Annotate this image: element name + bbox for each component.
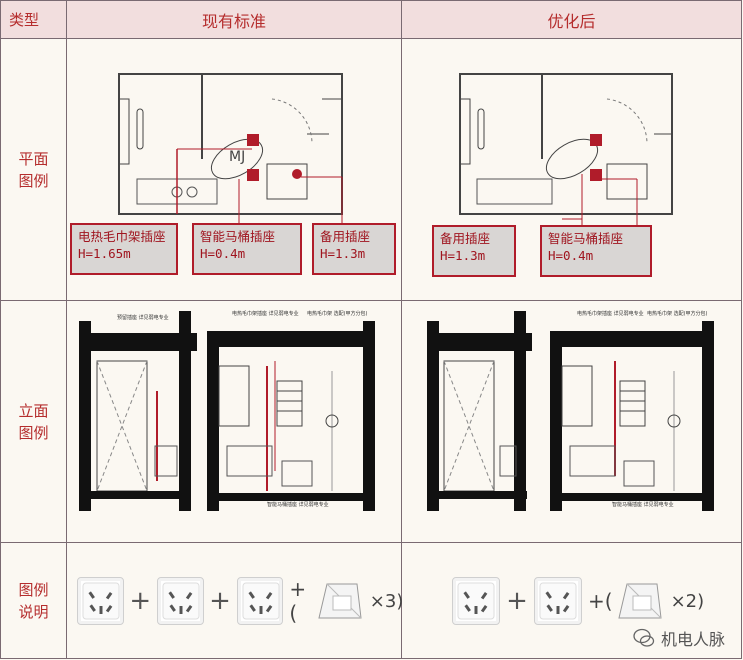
five-hole-socket-icon [236,577,284,625]
elevation-row-label: 立面 图例 [0,300,67,543]
plan-current-drawing: MJ [118,73,343,229]
elevation-optimized-drawing: 电热毛巾架插座 详见弱电专业 电热毛巾架 选配(甲方分包) 智能马桶插座 详见弱… [427,310,714,511]
multiplier: ×2) [670,590,705,612]
plus-sign: + [209,586,231,616]
legend-optimized-cell: + +( ×2) 机电人脉 [401,542,742,659]
elevation-current-drawing: 预留插座 详见弱电专业 电热毛巾架插座 详见弱电专业 电热毛巾架 选配(甲方分包… [79,310,375,511]
elev-opt-note-4: 智能马桶插座 详见弱电专业 [612,501,674,508]
plan-optimized-cell: 备用插座 H=1.3m 智能马桶插座 H=0.4m [401,38,742,301]
legend-current-row: + + +( ×3) [77,577,403,625]
five-hole-socket-icon [156,577,204,625]
elev-note-4: 电热毛巾架 选配(甲方分包) [307,310,368,317]
legend-label-line2: 说明 [18,602,49,621]
plan-row-label: 平面 图例 [0,38,67,301]
five-hole-socket-icon [452,577,500,625]
plus-sign: + [506,586,528,616]
legend-optimized-row: + +( ×2) [452,577,704,625]
elev-note-6: 智能马桶插座 详见弱电专业 [267,501,329,508]
tag-towel-rack-name: 电热毛巾架插座 [78,229,166,244]
legend-label-line1: 图例 [18,580,49,599]
tag-spare-height: H=1.3m [320,246,366,261]
tag-spare-socket-opt: 备用插座 H=1.3m [432,225,516,277]
tag-smart-toilet-name: 智能马桶插座 [200,229,276,244]
legend-row-label: 图例 说明 [0,542,67,659]
elev-note-0: 预留插座 详见弱电专业 [117,314,169,321]
five-hole-socket-icon [534,577,582,625]
plus-paren: +( [289,577,307,625]
five-hole-socket-icon [77,577,124,625]
open-paren: ( [604,589,613,613]
legend-row: 图例 说明 + + +( ×3) + +( ×2) [0,542,742,659]
plan-optimized-drawing [459,73,673,234]
elev-opt-note-2: 电热毛巾架 选配(甲方分包) [647,310,708,317]
header-current: 现有标准 [66,0,402,39]
multiplier: ×3) [369,590,404,612]
tag-smart-toilet-socket-opt: 智能马桶插座 H=0.4m [540,225,652,277]
open-paren: ( [289,601,298,625]
tag-spare-socket: 备用插座 H=1.3m [312,223,396,275]
plus-paren: +( [588,589,613,613]
tag-smart-toilet-opt-height: H=0.4m [548,248,594,263]
watermark-text: 机电人脉 [660,630,725,649]
tag-smart-toilet-height: H=0.4m [200,246,246,261]
elevation-current-cell: 预留插座 详见弱电专业 电热毛巾架插座 详见弱电专业 电热毛巾架 选配(甲方分包… [66,300,402,543]
elevation-row: 立面 图例 [0,300,742,543]
watermark: 机电人脉 [633,626,725,650]
plan-current-cell: MJ 电热毛巾架插座 H=1.65m 智能马桶插座 H=0.4m 备用插座 H=… [66,38,402,301]
header-row: 类型 现有标准 优化后 [0,0,742,39]
elev-opt-note-0: 电热毛巾架插座 详见弱电专业 [577,310,644,317]
elevation-optimized-cell: 电热毛巾架插座 详见弱电专业 电热毛巾架 选配(甲方分包) 智能马桶插座 详见弱… [401,300,742,543]
wechat-icon [633,628,655,647]
tag-smart-toilet-opt-name: 智能马桶插座 [548,231,624,246]
legend-current-cell: + + +( ×3) [66,542,403,659]
tag-spare-name: 备用插座 [320,229,371,244]
tag-towel-rack-height: H=1.65m [78,246,131,261]
splash-cover-icon [613,578,665,624]
header-type: 类型 [0,0,67,39]
tag-towel-rack-socket: 电热毛巾架插座 H=1.65m [70,223,178,275]
plan-row: 平面 图例 [0,38,742,301]
splash-cover-icon [313,578,364,624]
toilet-mark: MJ [229,149,245,165]
tag-spare-opt-name: 备用插座 [440,231,491,246]
plus-sign: + [129,586,152,616]
header-optimized: 优化后 [401,0,742,39]
plan-label-line1: 平面 [18,149,49,168]
elevation-label-line1: 立面 [18,401,49,420]
tag-spare-opt-height: H=1.3m [440,248,486,263]
elev-note-2: 电热毛巾架插座 详见弱电专业 [232,310,299,317]
plan-label-line2: 图例 [18,171,49,190]
elevation-label-line2: 图例 [18,423,49,442]
tag-smart-toilet-socket: 智能马桶插座 H=0.4m [192,223,302,275]
